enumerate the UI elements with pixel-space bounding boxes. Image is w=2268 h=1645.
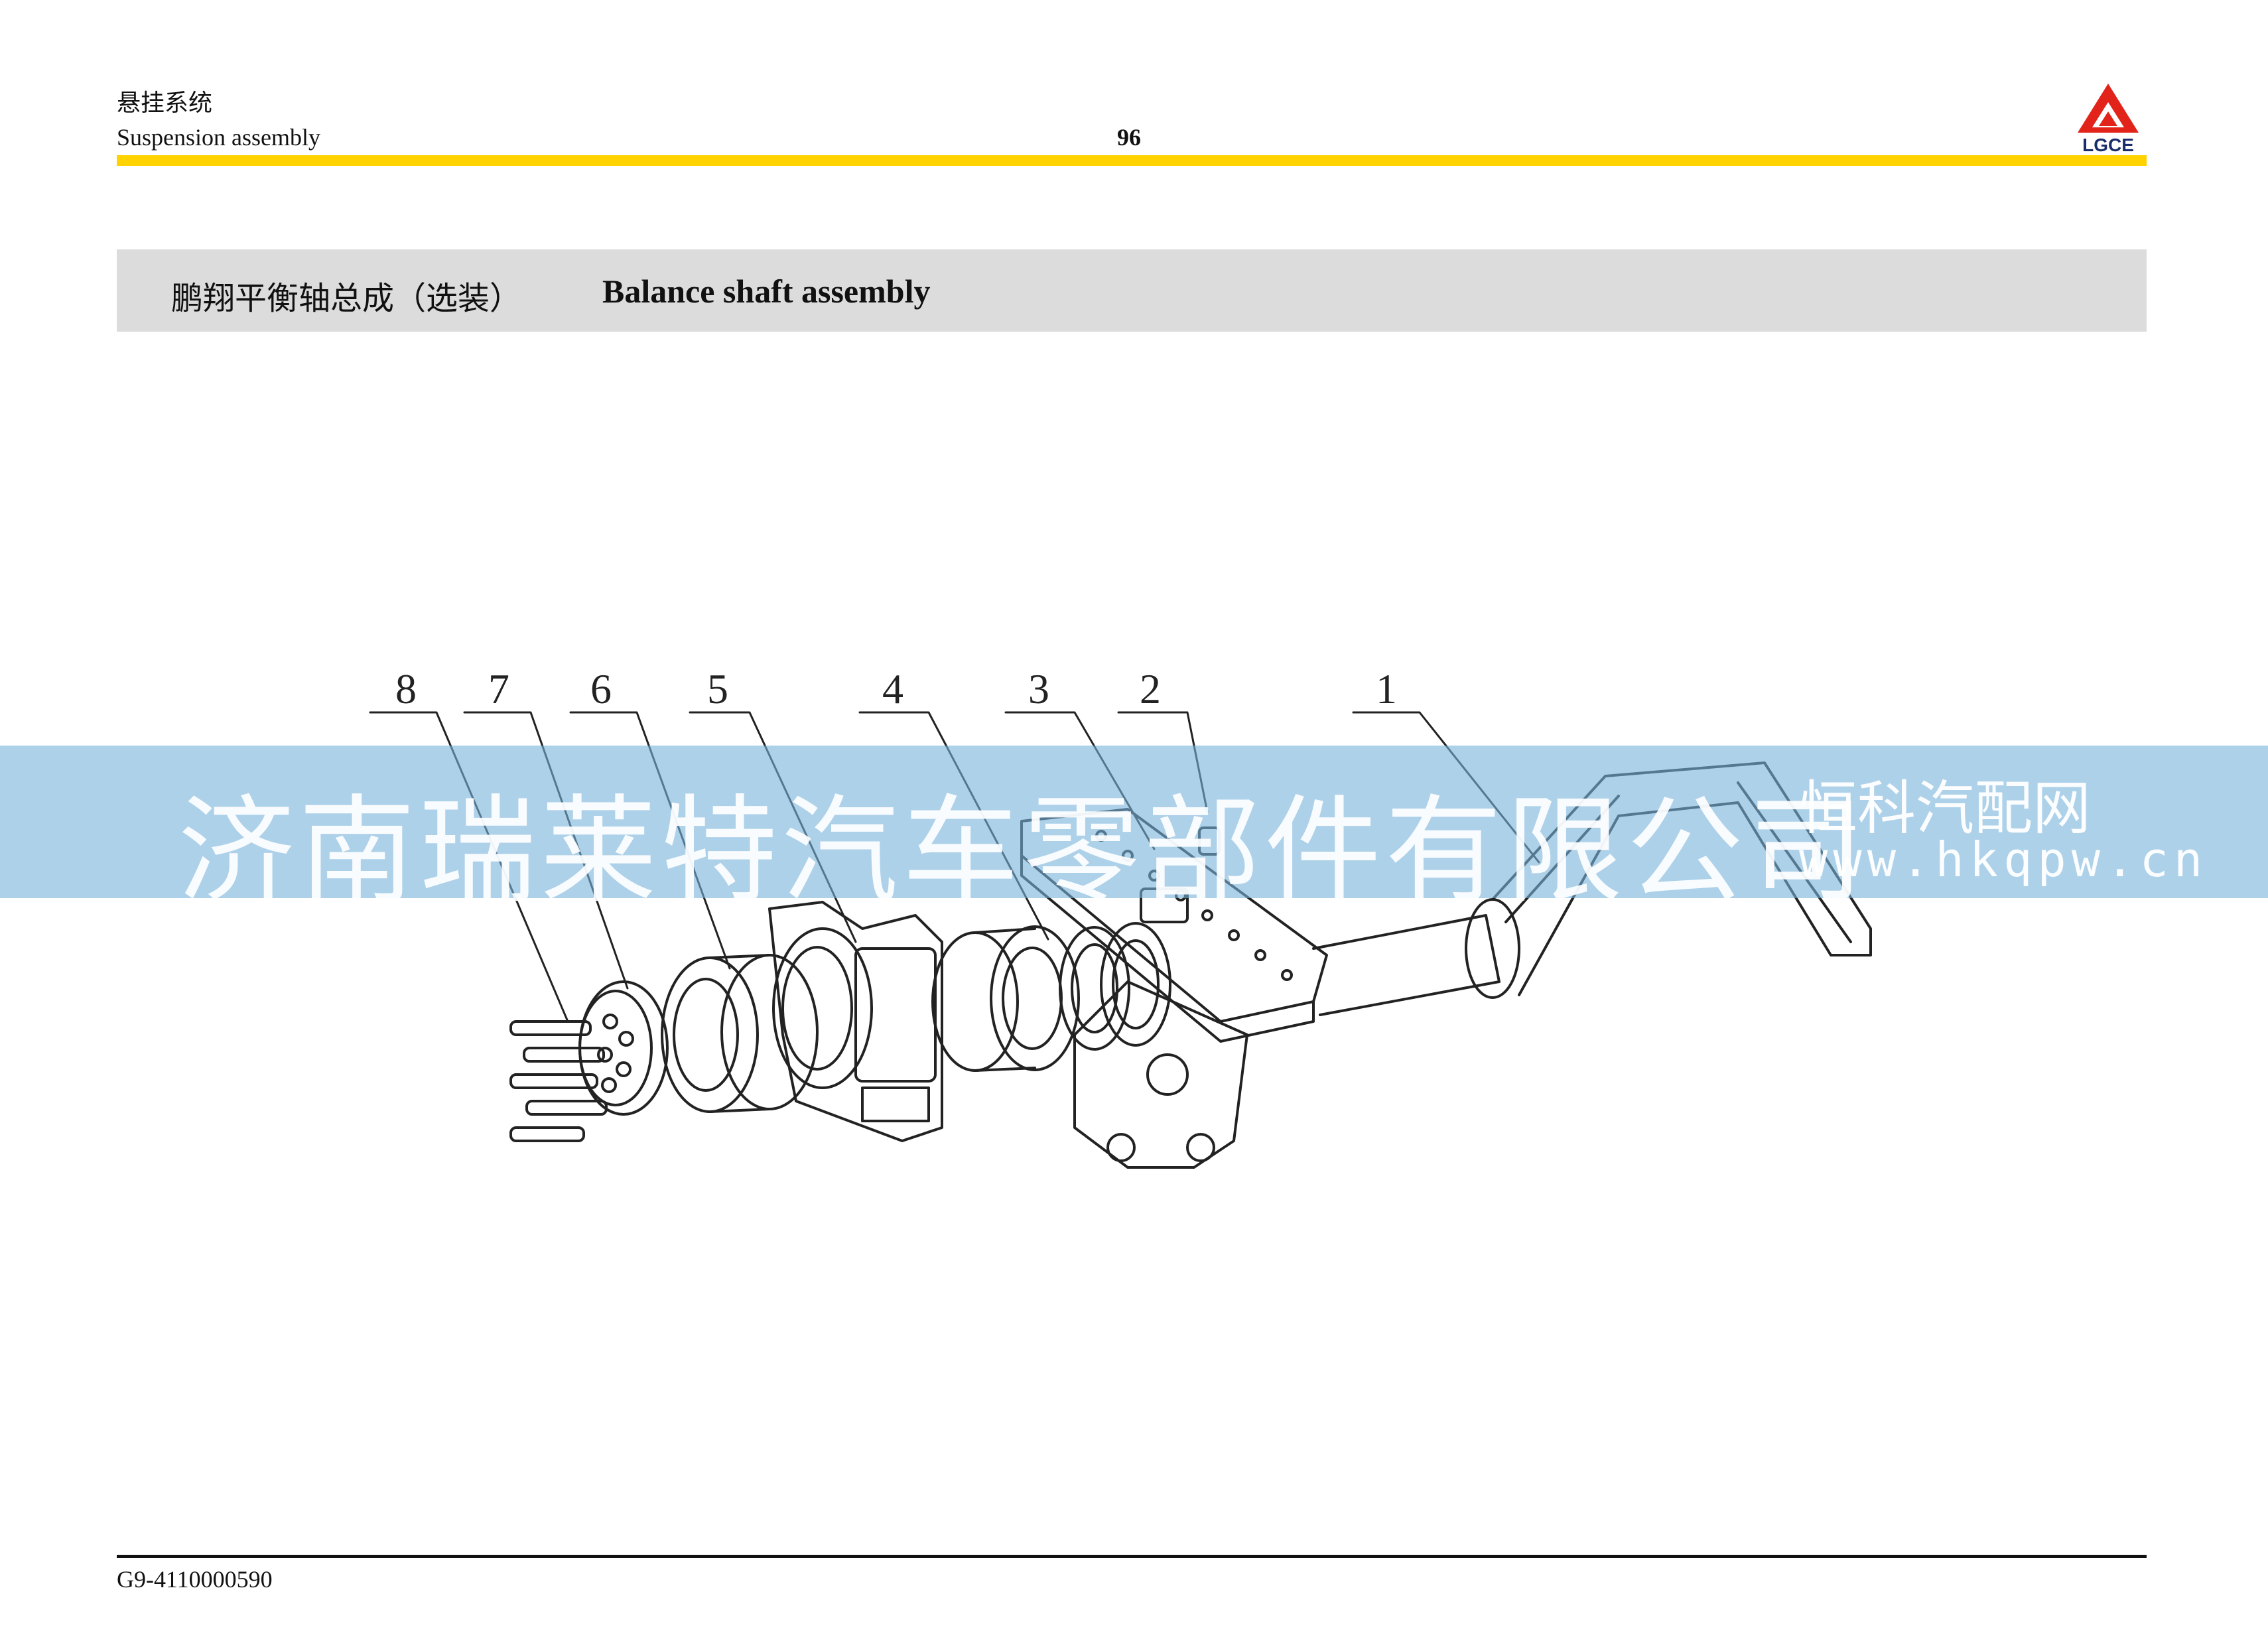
page-title-cn: 鹏翔平衡轴总成（选装） (171, 280, 522, 317)
watermark-url: www.hkqpw.cn (1799, 832, 2208, 888)
section-title-en: Suspension assembly (117, 124, 321, 151)
part-6-seal-ring (661, 954, 819, 1113)
watermark-site: 恒科汽配网 (1799, 774, 2092, 842)
page-number: 96 (1117, 124, 1141, 151)
footer-rule (117, 1555, 2147, 1558)
section-title-cn: 悬挂系统 (117, 90, 213, 117)
part-5-hub-housing (768, 901, 943, 1142)
watermark-company: 济南瑞莱特汽车零部件有限公司 (178, 783, 1869, 919)
part-8-bolts (509, 1020, 608, 1142)
part-code: G9-4110000590 (117, 1566, 273, 1593)
callout-8: 8 (395, 665, 417, 712)
callout-1: 1 (1376, 665, 1397, 712)
part-7-end-cap (578, 980, 669, 1116)
callout-6: 6 (590, 665, 612, 712)
part-3-washers (1059, 922, 1171, 1051)
callout-5: 5 (707, 665, 728, 712)
page-title-en: Balance shaft assembly (602, 273, 931, 310)
title-bar: 鹏翔平衡轴总成（选装） Balance shaft assembly (117, 249, 2147, 332)
callout-3: 3 (1028, 665, 1049, 712)
callout-2: 2 (1140, 665, 1161, 712)
part-4-bushing (931, 925, 1080, 1072)
header-rule (117, 155, 2147, 166)
logo-text: LGCE (2082, 135, 2134, 154)
callout-7: 7 (488, 665, 509, 712)
watermark-band (0, 746, 2268, 898)
brand-logo: LGCE (2078, 84, 2139, 154)
callout-4: 4 (882, 665, 903, 712)
